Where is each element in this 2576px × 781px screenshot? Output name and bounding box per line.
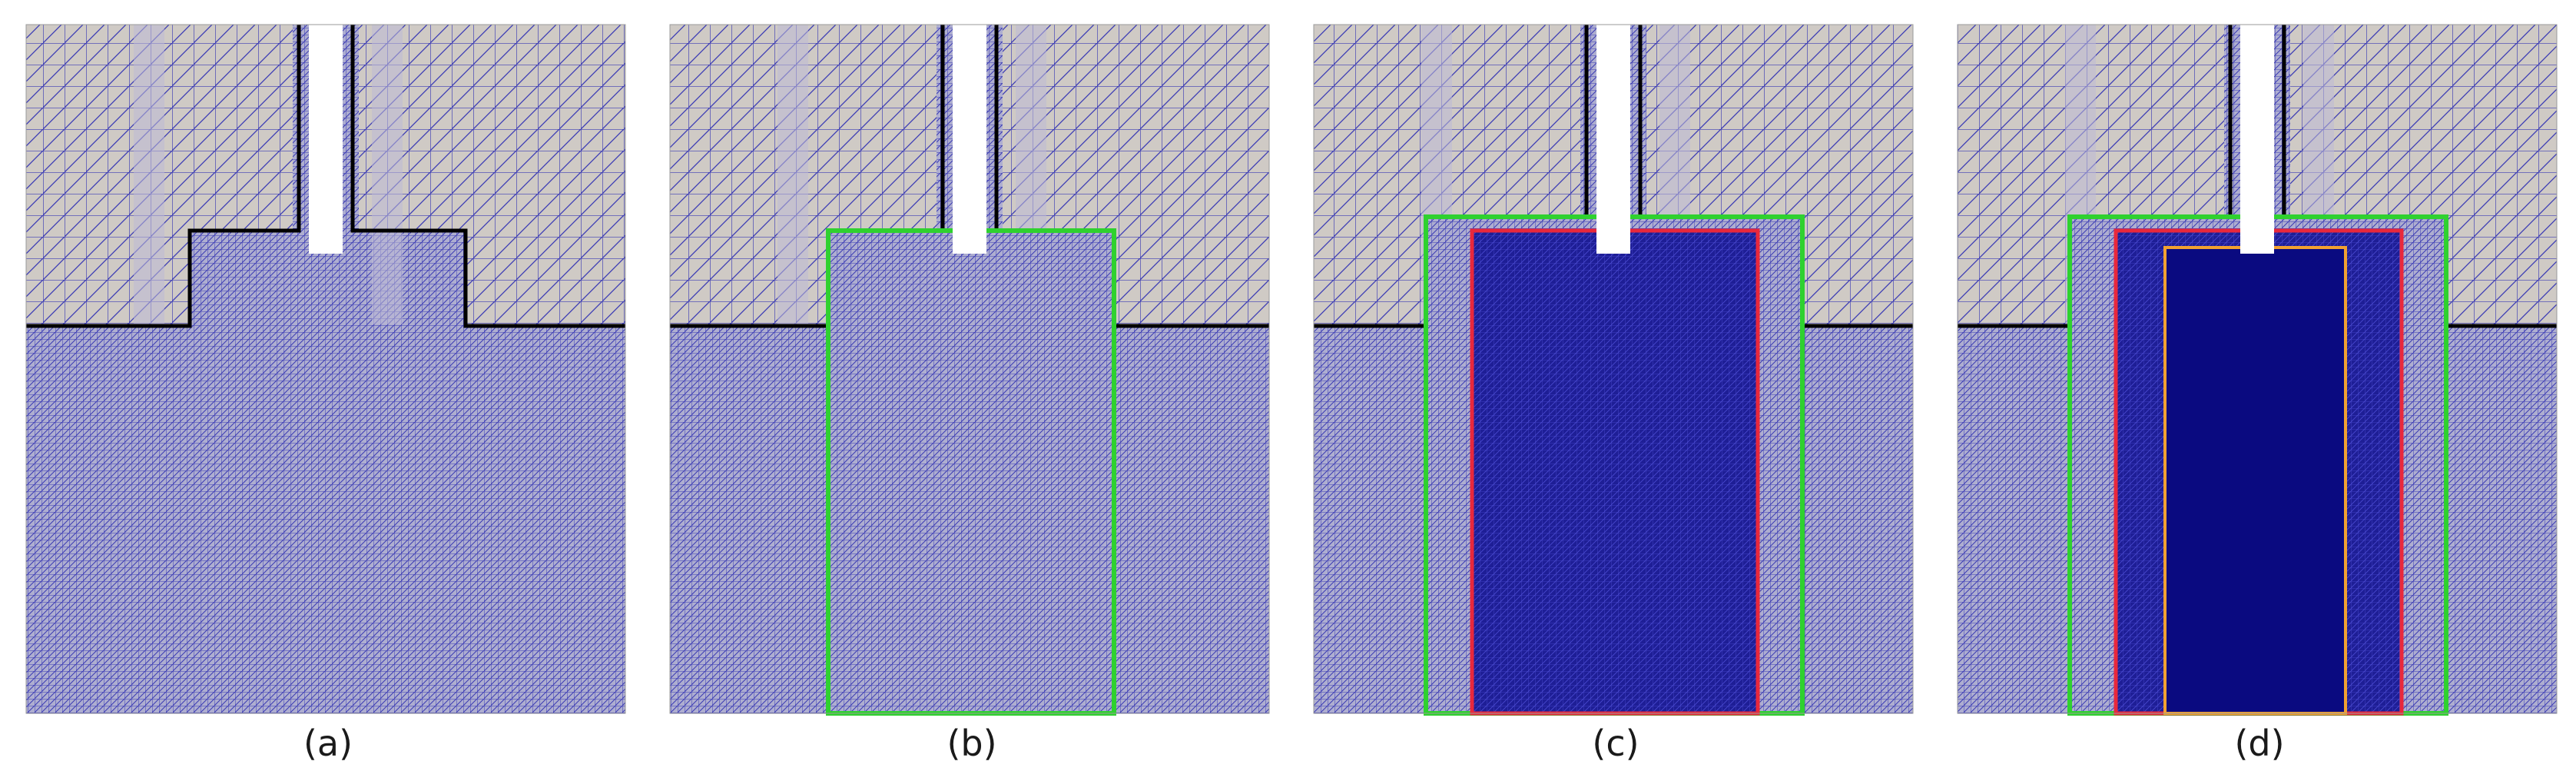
panel-c — [1313, 24, 1914, 716]
inlet-slot-overlay — [953, 25, 986, 254]
panel-frame — [1957, 24, 2558, 714]
panel-d — [1957, 24, 2558, 716]
panel-frame — [1313, 24, 1914, 714]
inlet-walls — [1584, 25, 1643, 201]
inlet-slot-overlay — [1596, 25, 1630, 254]
inlet-slot — [309, 25, 343, 254]
red-region — [1470, 228, 1760, 716]
inlet-walls — [940, 25, 999, 201]
panel-a — [25, 24, 626, 714]
domain-boundary — [26, 25, 625, 328]
panel-b — [669, 24, 1270, 716]
panel-frame — [25, 24, 626, 714]
panel-label-c: (c) — [1592, 723, 1639, 764]
transition-band-right — [372, 25, 403, 324]
transition-band-left — [134, 25, 164, 324]
inlet-slot-overlay — [2240, 25, 2274, 254]
panel-label-a: (a) — [303, 723, 353, 764]
panel-label-b: (b) — [947, 723, 997, 764]
fine-mesh-region — [26, 25, 625, 713]
transition-band-left — [777, 25, 808, 324]
inlet-walls — [2228, 25, 2286, 201]
orange-region — [2163, 246, 2347, 715]
panel-label-d: (d) — [2234, 723, 2285, 764]
panel-frame — [669, 24, 1270, 714]
green-region — [826, 228, 1116, 716]
